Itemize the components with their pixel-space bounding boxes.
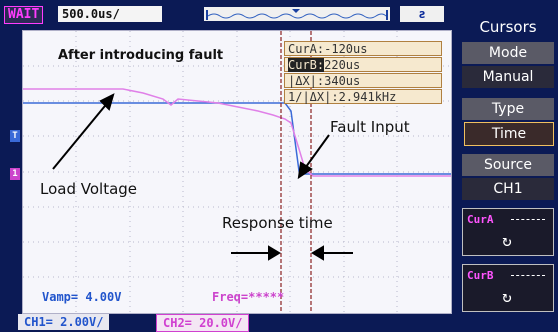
- cursor-b-line-icon: [511, 275, 545, 276]
- source-select[interactable]: CH1: [462, 178, 554, 200]
- load-voltage-label: Load Voltage: [40, 180, 138, 198]
- annotation-arrows: [52, 93, 353, 261]
- cursor-b-readout: CurB:220us: [284, 57, 442, 72]
- overview-waveform-icon: [206, 9, 388, 20]
- ch2-level-marker[interactable]: 1: [10, 168, 20, 180]
- cursor-frequency-readout: 1/|ΔX|:2.941kHz: [284, 89, 442, 104]
- trigger-status: WAIT: [4, 6, 44, 24]
- cursor-b-label: CurB:: [288, 58, 325, 72]
- cursor-a-line-icon: [511, 219, 545, 220]
- ch1-level-marker[interactable]: T: [10, 130, 20, 142]
- figure-title: After introducing fault: [58, 48, 224, 63]
- type-select[interactable]: Time: [464, 122, 554, 146]
- timebase-readout: 500.0us/: [58, 6, 162, 22]
- ch2-trace: [23, 88, 451, 177]
- cursor-b-value: 220us: [324, 58, 361, 72]
- grid: [23, 31, 451, 313]
- cursor-a-button-label: CurA: [467, 213, 494, 226]
- rotate-knob-icon: ↻: [502, 231, 512, 250]
- ch2-scale[interactable]: CH2= 20.0V/: [156, 314, 250, 332]
- cursor-delta-readout: |ΔX|:340us: [284, 73, 442, 88]
- trigger-edge-icon[interactable]: ƨ: [400, 6, 444, 22]
- cursor-a-readout: CurA:-120us: [284, 41, 442, 56]
- source-label: Source: [462, 154, 554, 176]
- menu-title: Cursors: [479, 18, 537, 36]
- vamp-measurement: Vamp= 4.00V: [42, 290, 122, 304]
- freq-measurement: Freq=*****: [212, 290, 285, 304]
- ch1-trace: [23, 102, 451, 175]
- cursor-b-button-label: CurB: [467, 269, 494, 282]
- mode-label: Mode: [462, 42, 554, 64]
- type-label: Type: [462, 98, 554, 120]
- mode-select[interactable]: Manual: [462, 66, 554, 88]
- response-time-label: Response time: [222, 214, 333, 232]
- rotate-knob-icon: ↻: [502, 287, 512, 306]
- ch1-scale[interactable]: CH1= 2.00V/: [18, 314, 110, 330]
- cursor-a-button[interactable]: CurA ↻: [462, 208, 554, 256]
- memory-overview: [204, 7, 390, 21]
- cursor-b-button[interactable]: CurB ↻: [462, 264, 554, 312]
- fault-input-label: Fault Input: [330, 118, 410, 136]
